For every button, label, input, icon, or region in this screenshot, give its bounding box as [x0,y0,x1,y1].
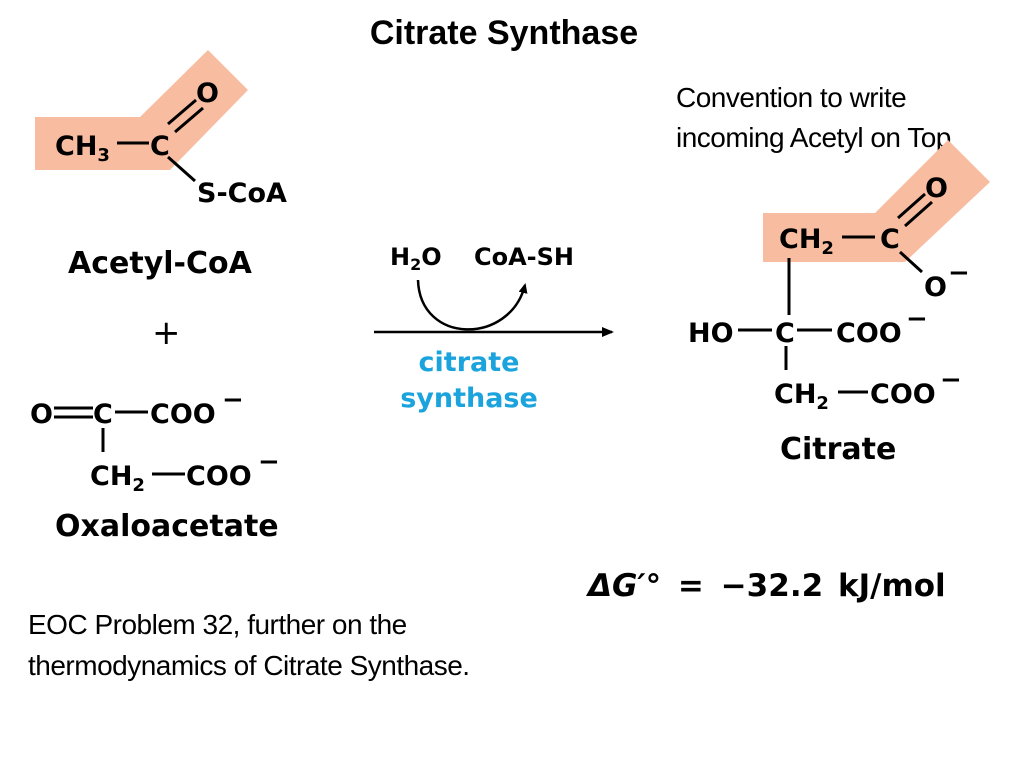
enzyme-label-line1: citrate [419,347,520,378]
coa-sh-label: CoA-SH [474,243,574,271]
convention-note: Convention to write incoming Acetyl on T… [676,82,951,153]
oxalo-methylene-subscript: 2 [132,475,145,496]
svg-text:CH3: CH3 [55,131,110,166]
svg-text:ΔG′° = −32.2: ΔG′° = −32.2 kJ/mol [585,568,946,604]
citrate-top-subscript: 2 [821,238,834,259]
citrate-center-carboxylate: COO [836,318,902,349]
acetyl-carbonyl-bond-1 [167,98,197,126]
water-h-label: H [390,243,410,271]
citrate-highlight-left [763,213,905,262]
acetyl-methyl-label: CH [55,131,97,162]
eoc-problem-note: EOC Problem 32, further on the thermodyn… [28,609,470,681]
svg-text:CH2: CH2 [774,379,829,414]
citrate-center-charge: − [906,304,928,334]
acetyl-thioester-label: S-CoA [197,178,287,209]
oxalo-methylene-label: CH [90,461,132,492]
citrate-top-methylene: CH [779,224,821,255]
oxalo-carboxylate-b: COO [186,461,252,492]
acetyl-highlight-diagonal [140,50,248,170]
delta-g-equals: = [678,568,704,604]
acetyl-oxygen-label: O [196,78,219,109]
delta-g-symbol: ΔG′° [585,568,661,604]
oxalo-charge-a: − [222,385,244,415]
water-o-label: O [421,243,441,271]
citrate-bottom-subscript: 2 [816,393,829,414]
oxalo-charge-b: − [258,447,280,477]
acetyl-carbonyl-bond-2 [174,106,204,134]
citrate-carbonyl-bond-1 [897,192,926,220]
citrate-top-oxygen: O [925,173,948,204]
delta-g-unit: kJ/mol [838,568,946,604]
citrate-structure: CH2 C O O − HO C COO − CH2 COO − Citr [688,140,990,467]
oxaloacetate-structure: O C COO − CH2 COO − Oxaloacetate [30,385,280,544]
citrate-bottom-charge: − [940,365,962,395]
delta-g-equation: ΔG′° = −32.2 kJ/mol [585,568,946,604]
citrate-hydroxyl: HO [688,318,734,349]
citrate-name: Citrate [780,432,896,467]
citrate-highlight-diagonal [875,140,990,262]
citrate-bottom-methylene: CH [774,379,816,410]
citrate-center-carbon: C [775,318,795,349]
acetyl-highlight-left [35,117,170,170]
slide-title: Citrate Synthase [369,14,639,52]
acetyl-c-s-bond [167,155,196,183]
citrate-top-carbon: C [880,224,900,255]
citrate-carbonyl-bond-2 [904,200,933,228]
citrate-top-charge: − [948,258,970,288]
enzyme-label-line2: synthase [400,383,538,414]
plus-sign: + [152,313,181,353]
reaction-arrow-group: H2O CoA-SH citrate synthase [374,243,614,414]
acetyl-coa-structure: CH3 C O S-CoA Acetyl-CoA [35,50,287,281]
acetyl-methyl-subscript: 3 [97,145,110,166]
svg-text:CH2: CH2 [90,461,145,496]
oxalo-carboxylate-a: COO [150,399,216,430]
acetyl-coa-name: Acetyl-CoA [68,246,253,281]
citrate-top-oxide: O [924,272,947,303]
svg-text:H2O: H2O [390,243,442,274]
water-curve [416,279,528,331]
citrate-bottom-carboxylate: COO [870,379,936,410]
water-subscript: 2 [410,255,421,274]
acetyl-carbon-label: C [150,131,170,162]
oxalo-oxygen-label: O [30,399,53,430]
delta-g-value: −32.2 [721,568,823,604]
svg-text:CH2: CH2 [779,224,834,259]
oxaloacetate-name: Oxaloacetate [55,509,279,544]
oxalo-carbon-label: C [93,399,113,430]
citrate-c-o-bond [898,250,924,274]
